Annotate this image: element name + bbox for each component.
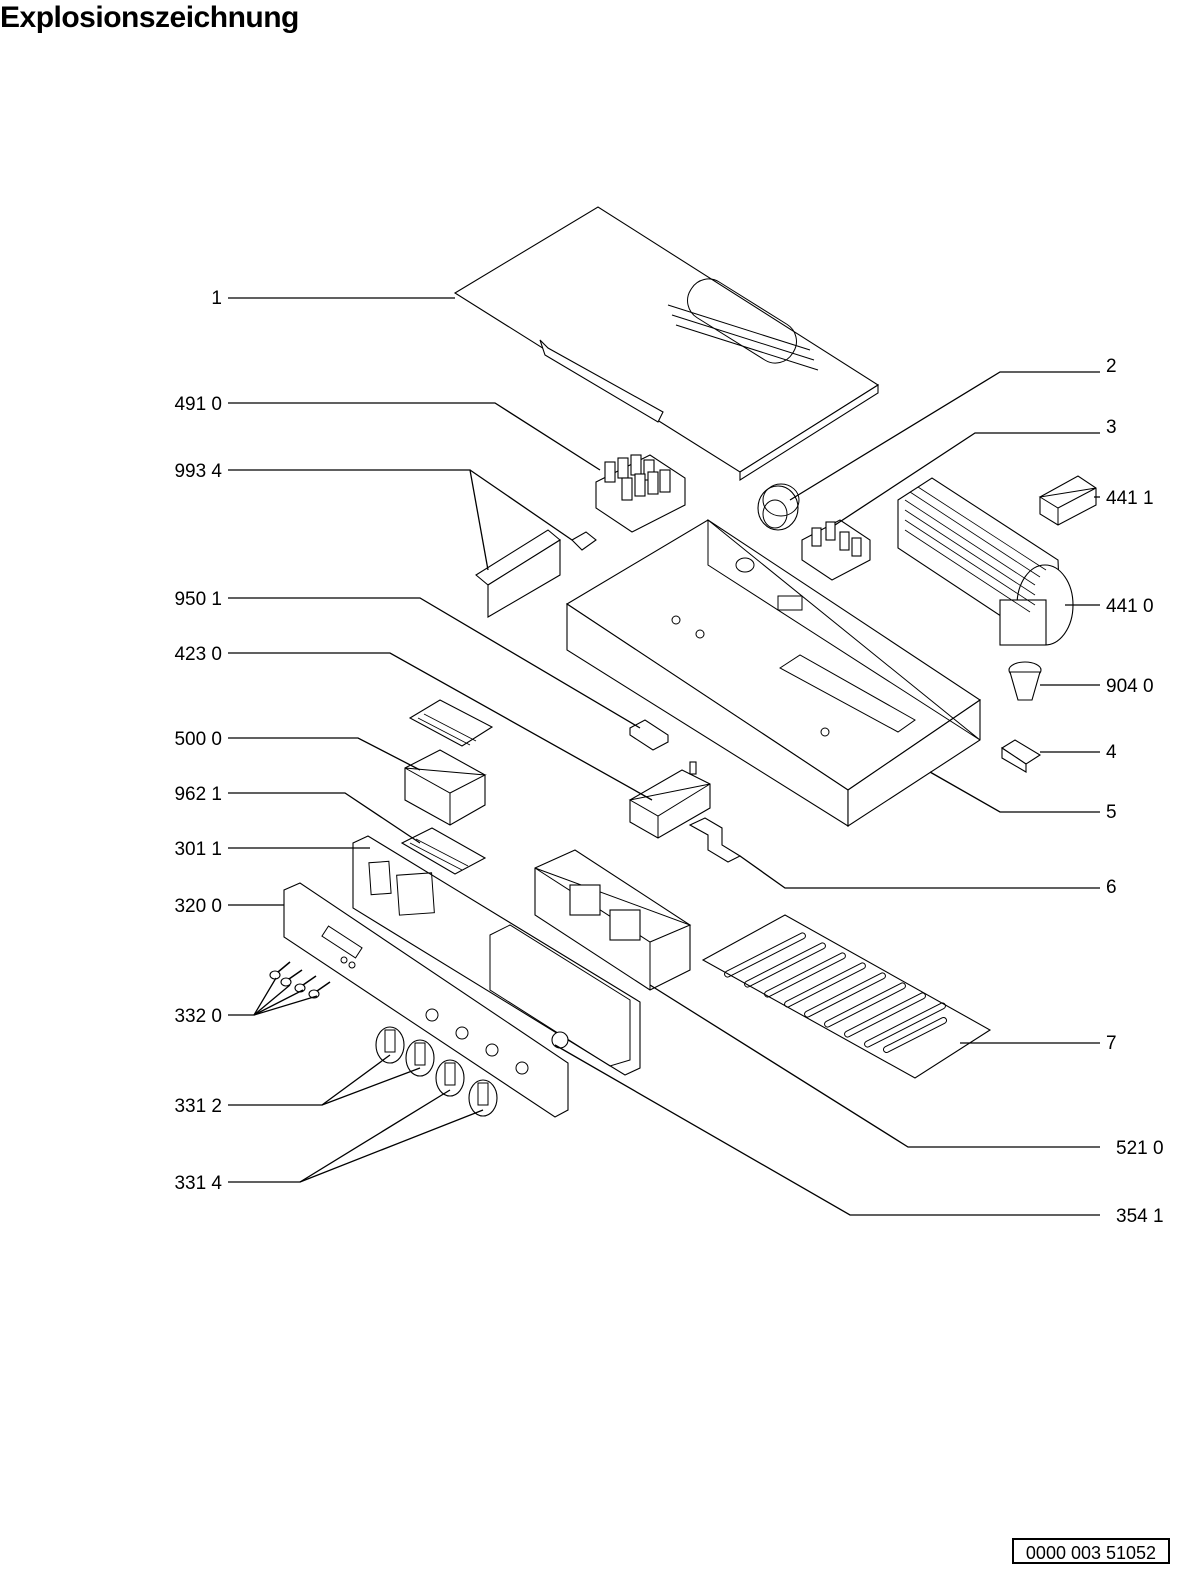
part-housing-box	[565, 518, 981, 828]
part-bent-bracket	[688, 817, 742, 863]
label-part-354-1: 354 1	[1116, 1206, 1164, 1227]
part-thermostat-assembly	[534, 849, 692, 991]
label-part-423-0: 423 0	[174, 644, 222, 665]
label-part-5: 5	[1106, 802, 1117, 823]
label-part-441-0: 441 0	[1106, 596, 1154, 617]
part-switch-500	[404, 699, 494, 826]
part-clip	[1000, 739, 1042, 773]
label-part-301-1: 301 1	[174, 839, 222, 860]
leader-lines	[228, 297, 1100, 1216]
left-part-labels: 1 491 0 993 4 950 1 423 0 500 0 962 1 30…	[174, 288, 222, 1194]
part-relay-block	[628, 761, 711, 839]
label-part-320-0: 320 0	[174, 896, 222, 917]
label-part-331-2: 331 2	[174, 1096, 222, 1117]
right-part-labels: 2 3 441 1 441 0 904 0 4 5 6 7 521 0 354 …	[1106, 356, 1164, 1227]
page-title: Explosionszeichnung	[0, 1, 299, 34]
label-part-332-0: 332 0	[174, 1006, 222, 1027]
part-cable-gland	[757, 483, 800, 531]
label-part-993-4: 993 4	[174, 461, 222, 482]
part-top-cover	[453, 206, 880, 481]
part-bracket-993	[475, 529, 597, 618]
part-terminal-strip	[801, 519, 871, 581]
part-small-connector	[629, 719, 669, 751]
label-part-962-1: 962 1	[174, 784, 222, 805]
part-label-plate	[400, 827, 487, 875]
label-part-904-0: 904 0	[1106, 676, 1154, 697]
label-part-441-1: 441 1	[1106, 488, 1154, 509]
part-fan-accessory	[1038, 475, 1097, 526]
document-number: 0000 003 51052	[1012, 1538, 1170, 1564]
label-part-521-0: 521 0	[1116, 1138, 1164, 1159]
label-part-491-0: 491 0	[174, 394, 222, 415]
label-part-3: 3	[1106, 417, 1117, 438]
part-grille	[701, 914, 992, 1079]
label-part-331-4: 331 4	[174, 1173, 222, 1194]
part-control-frame	[352, 835, 641, 1076]
label-part-1: 1	[211, 288, 222, 309]
part-terminal-block-491	[595, 454, 686, 533]
label-part-7: 7	[1106, 1033, 1117, 1054]
part-front-fascia	[283, 882, 569, 1118]
label-part-950-1: 950 1	[174, 589, 222, 610]
part-screws	[269, 961, 331, 999]
part-knobs	[375, 1026, 498, 1117]
label-part-4: 4	[1106, 742, 1117, 763]
label-part-500-0: 500 0	[174, 729, 222, 750]
label-part-6: 6	[1106, 877, 1117, 898]
label-part-2: 2	[1106, 356, 1117, 377]
part-foot	[1008, 661, 1042, 701]
